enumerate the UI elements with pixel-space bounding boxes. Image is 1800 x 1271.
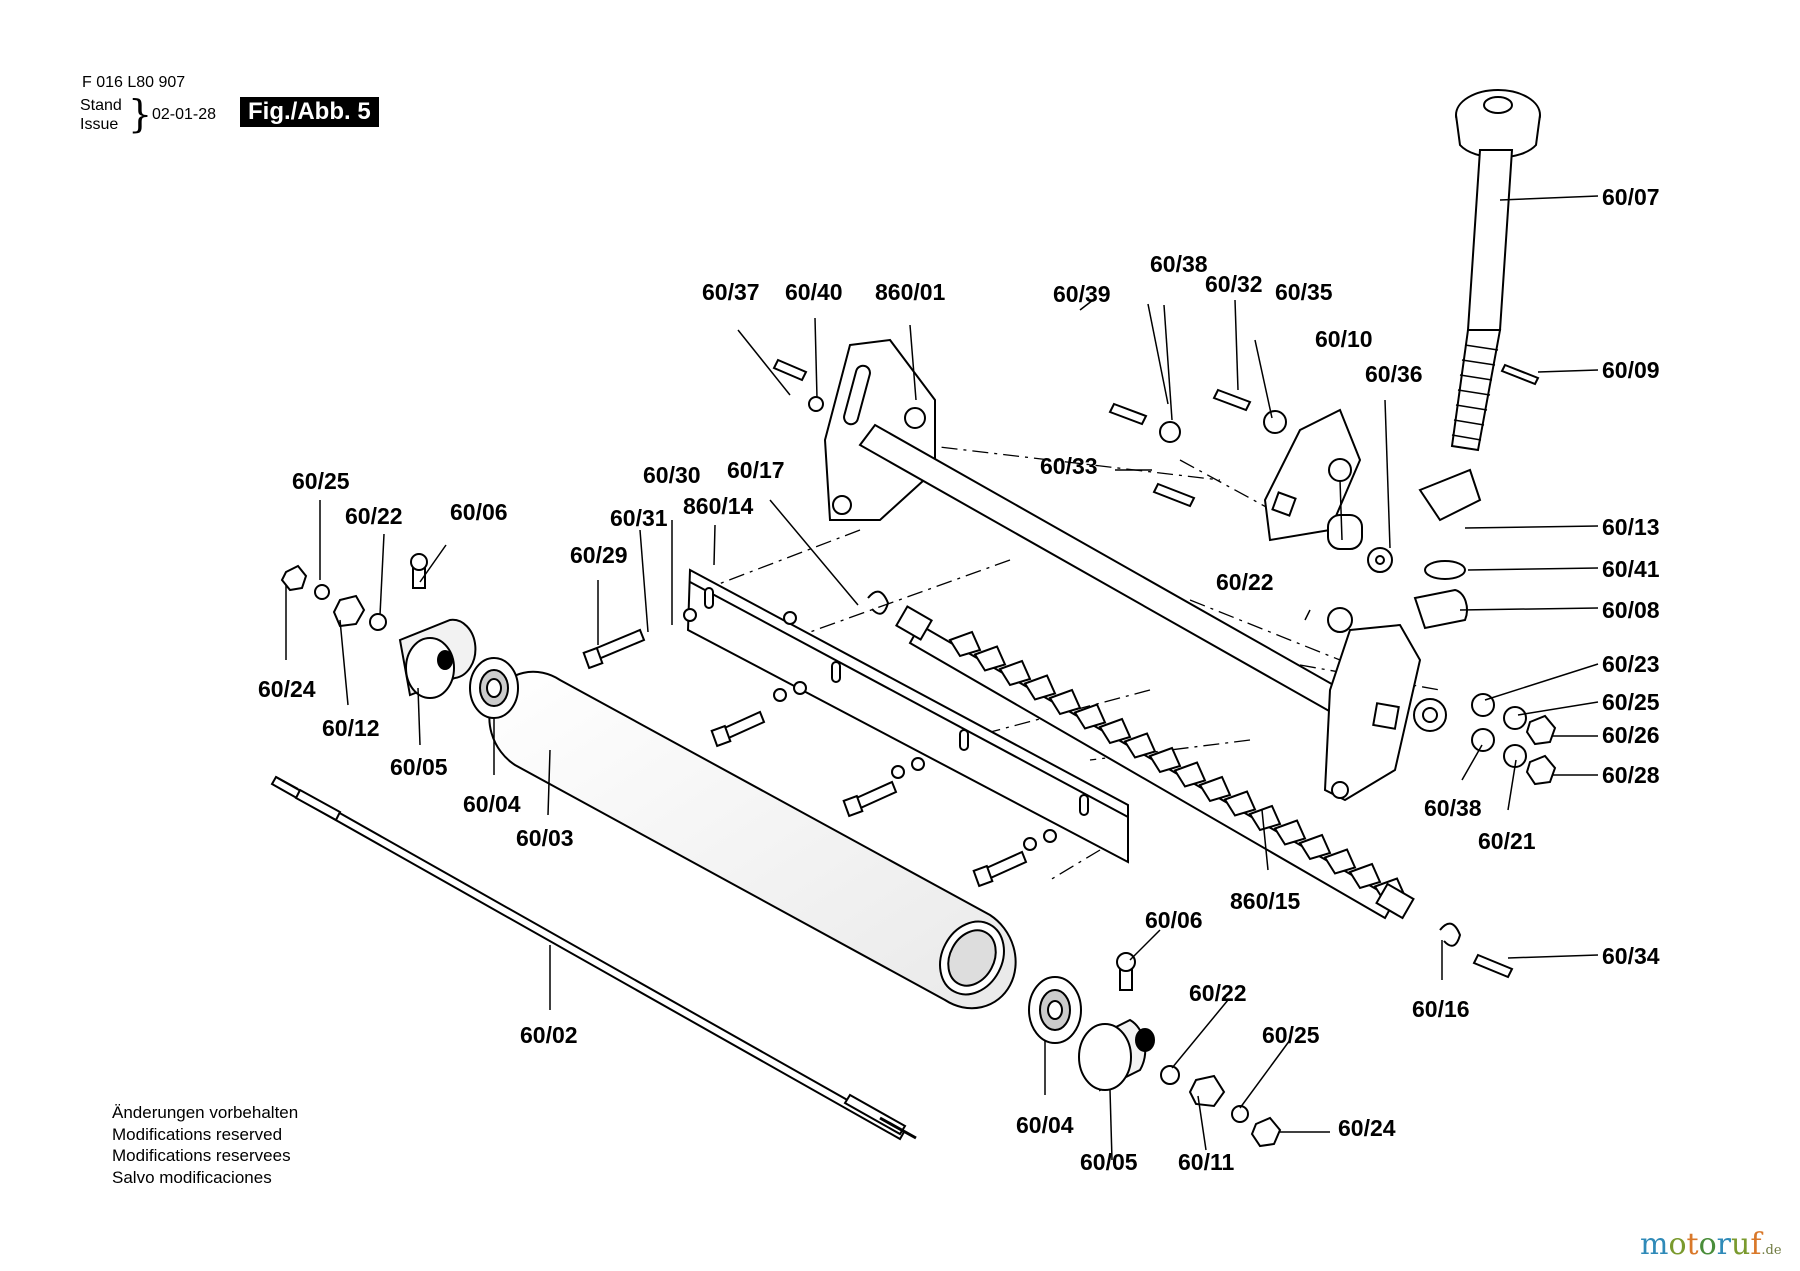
part-label: 60/38 (1424, 795, 1482, 821)
blade (1298, 833, 1332, 861)
adjusting-screw (1450, 89, 1541, 452)
watermark-tld: .de (1761, 1243, 1782, 1258)
brace-icon: } (128, 92, 153, 136)
blade (1123, 732, 1157, 759)
part-label: 60/13 (1602, 514, 1660, 540)
part-label: 60/05 (390, 754, 448, 780)
watermark-letter: o (1698, 1227, 1717, 1262)
blade (998, 659, 1032, 687)
watermark-letter: u (1730, 1227, 1751, 1262)
part-label: 60/38 (1150, 251, 1208, 277)
part-label: 60/17 (727, 457, 785, 483)
washers-and-nuts (683, 396, 1557, 851)
part-label: 60/07 (1602, 184, 1660, 210)
part-label: 60/24 (258, 676, 316, 702)
part-label: 60/31 (610, 505, 668, 531)
modification-notes: Änderungen vorbehalten Modifications res… (112, 1102, 298, 1188)
part-label: 60/24 (1338, 1115, 1396, 1141)
part-label: 60/21 (1478, 828, 1536, 854)
watermark-word: motoruf (1640, 1227, 1761, 1262)
blade (1348, 862, 1382, 890)
blade (1173, 761, 1207, 788)
leader-lines (285, 195, 1599, 1161)
watermark-letter: o (1668, 1227, 1687, 1262)
part-label: 60/22 (1216, 569, 1274, 595)
part-label: 60/04 (463, 791, 521, 817)
part-label: 60/30 (643, 462, 701, 488)
issue-date: 02-01-28 (152, 106, 217, 123)
part-label: 60/33 (1040, 453, 1098, 479)
part-label: 60/16 (1412, 996, 1470, 1022)
part-label: 60/26 (1602, 722, 1660, 748)
part-label: 60/25 (1262, 1022, 1320, 1048)
part-label: 60/12 (322, 715, 380, 741)
part-label: 60/23 (1602, 651, 1660, 677)
note-german: Änderungen vorbehalten (112, 1103, 299, 1122)
cutting-blades (948, 630, 1407, 904)
part-label: 860/14 (683, 493, 754, 519)
part-label: 60/06 (450, 499, 508, 525)
part-label: 60/22 (345, 503, 403, 529)
watermark-letter: t (1686, 1227, 1699, 1262)
blade (1248, 804, 1282, 832)
note-french: Modifications reservees (112, 1146, 291, 1165)
left-hub-parts (280, 553, 519, 719)
bedknife-bar (686, 568, 1129, 864)
blade (1023, 674, 1057, 701)
part-label: 60/36 (1365, 361, 1423, 387)
note-english: Modifications reserved (112, 1124, 283, 1144)
blade (1098, 717, 1132, 745)
part-label: 60/32 (1205, 271, 1263, 297)
part-label: 60/10 (1315, 326, 1373, 352)
blade (1148, 746, 1182, 774)
part-label: 60/11 (1178, 1149, 1234, 1175)
cutting-cylinder (867, 590, 1462, 947)
part-label: 60/25 (1602, 689, 1660, 715)
blade (1048, 688, 1082, 716)
part-label: 60/02 (520, 1022, 578, 1048)
blade (1223, 790, 1257, 817)
right-hub-parts (1028, 952, 1282, 1148)
part-label: 60/09 (1602, 357, 1660, 383)
blade (1198, 775, 1232, 803)
blade (1273, 819, 1307, 846)
issue-label: Issue (80, 116, 119, 133)
part-label: 60/03 (516, 825, 574, 851)
site-watermark: motoruf.de (1640, 1228, 1782, 1268)
part-label: 60/37 (702, 279, 760, 305)
bolts (582, 358, 1540, 979)
frame-assembly (823, 338, 1447, 802)
part-label: 60/06 (1145, 907, 1203, 933)
part-label: 60/34 (1602, 943, 1660, 969)
watermark-letter: m (1640, 1227, 1669, 1262)
part-label: 60/29 (570, 542, 628, 568)
part-label: 60/04 (1016, 1112, 1074, 1138)
blade (973, 645, 1007, 672)
blade (1323, 848, 1357, 875)
watermark-letter: f (1750, 1227, 1762, 1262)
part-label: 60/40 (785, 279, 843, 305)
figure-label: Fig./Abb. 5 (240, 97, 379, 127)
watermark-letter: r (1716, 1227, 1731, 1262)
blade (1073, 703, 1107, 730)
part-label: 60/35 (1275, 279, 1333, 305)
part-label: 860/15 (1230, 888, 1301, 914)
part-label: 60/05 (1080, 1149, 1138, 1175)
part-label: 60/22 (1189, 980, 1247, 1006)
blade (948, 630, 982, 658)
axle-shaft (270, 775, 917, 1141)
part-label: 60/28 (1602, 762, 1660, 788)
stand-label: Stand (80, 97, 122, 114)
part-label: 60/41 (1602, 556, 1660, 582)
part-label: 60/08 (1602, 597, 1660, 623)
document-number: F 016 L80 907 (82, 74, 186, 91)
part-label: 60/39 (1053, 281, 1111, 307)
note-spanish: Salvo modificaciones (112, 1167, 272, 1187)
part-label: 60/25 (292, 468, 350, 494)
part-label: 860/01 (875, 279, 946, 305)
